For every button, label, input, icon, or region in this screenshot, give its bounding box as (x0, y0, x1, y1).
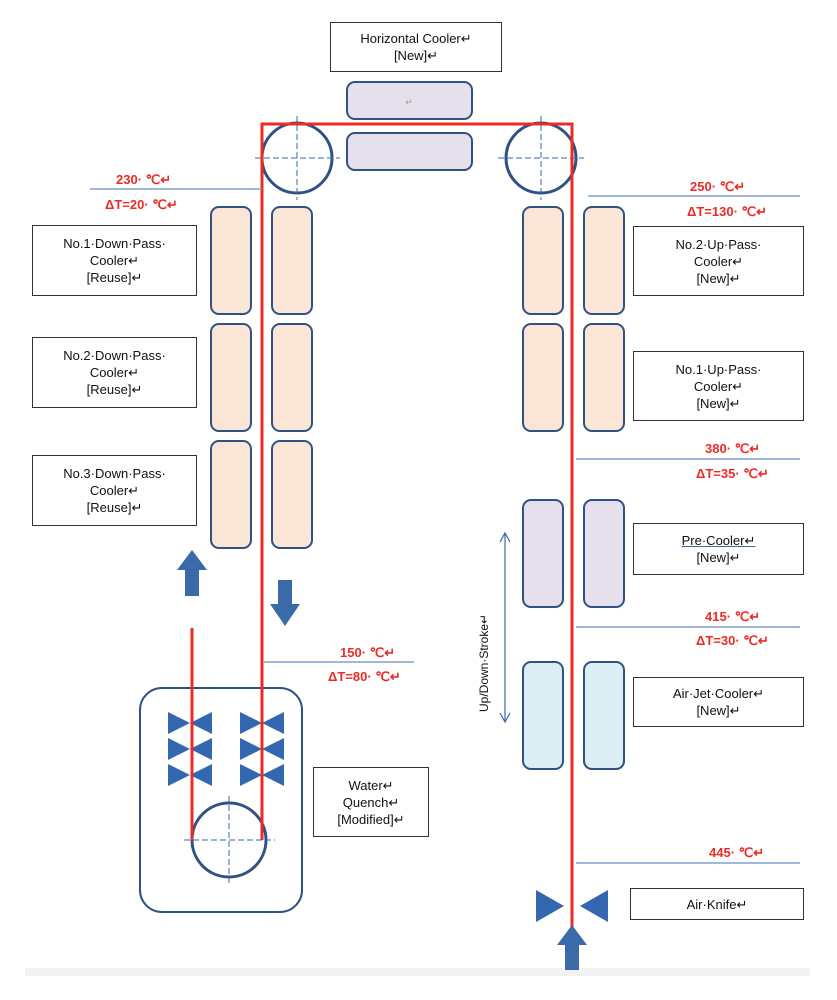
down-pass-cooler-3-left (210, 440, 252, 549)
label-line: No.1·Down·Pass· (63, 236, 166, 251)
pre-cooler-right (583, 499, 625, 608)
pre-cooler-label: Pre·Cooler↵ [New]↵ (633, 523, 804, 575)
label-line: [Reuse]↵ (86, 382, 143, 397)
down-pass-cooler-3-right (271, 440, 313, 549)
air-knife-nozzle-left (536, 890, 564, 922)
label-line: No.1·Up·Pass· (675, 361, 762, 377)
temp-380: 380· ℃↵ (705, 441, 761, 456)
label-line: Air·Jet·Cooler↵ (672, 686, 765, 701)
air-knife-label: Air·Knife↵ (630, 888, 804, 920)
quench-nozzle (190, 764, 212, 786)
delta-20: ΔT=20· ℃↵ (105, 197, 178, 212)
air-jet-cooler-label: Air·Jet·Cooler↵ [New]↵ (633, 677, 804, 727)
up-arrow-icon (557, 925, 587, 970)
down-pass-cooler-2-label: No.2·Down·Pass· Cooler↵ [Reuse]↵ (32, 337, 197, 408)
up-pass-cooler-1-right (583, 323, 625, 432)
quench-nozzle (240, 738, 262, 760)
quench-nozzle (262, 764, 284, 786)
label-line: [New]↵ (393, 48, 439, 63)
label-line: No.2·Up·Pass· (675, 236, 762, 252)
horizontal-cooler-lower (346, 132, 473, 171)
up-pass-cooler-1-label: No.1·Up·Pass· Cooler↵ [New]↵ (633, 351, 804, 421)
floor-band (25, 968, 810, 976)
stroke-arrow-head-up (499, 531, 511, 543)
stroke-arrow-head-down (499, 712, 511, 724)
temp-230: 230· ℃↵ (116, 172, 172, 187)
water-quench-label: Water↵ Quench↵ [Modified]↵ (313, 767, 429, 837)
quench-nozzle (168, 738, 190, 760)
label-line: [New]↵ (696, 270, 741, 286)
down-pass-cooler-3-label: No.3·Down·Pass· Cooler↵ [Reuse]↵ (32, 455, 197, 526)
down-pass-cooler-2-right (271, 323, 313, 432)
quench-nozzle (168, 712, 190, 734)
label-line: Air·Knife↵ (686, 896, 748, 912)
up-pass-cooler-2-right (583, 206, 625, 315)
air-jet-cooler-left (522, 661, 564, 770)
quench-nozzle (190, 712, 212, 734)
down-pass-cooler-1-left (210, 206, 252, 315)
label-line: Cooler↵ (89, 365, 140, 380)
quench-nozzle (190, 738, 212, 760)
temp-250: 250· ℃↵ (690, 179, 746, 194)
label-line: [New]↵ (696, 395, 741, 411)
quench-nozzle (168, 764, 190, 786)
strip-path (260, 122, 574, 930)
temp-150: 150· ℃↵ (340, 645, 396, 660)
up-down-stroke-label: Up/Down·Stroke↵ (477, 613, 491, 712)
quench-nozzle (240, 712, 262, 734)
label-line: Horizontal Cooler↵ (360, 31, 472, 46)
up-pass-cooler-2-left (522, 206, 564, 315)
quench-nozzle (262, 712, 284, 734)
label-line: [Reuse]↵ (86, 270, 143, 285)
delta-130: ΔT=130· ℃↵ (687, 204, 767, 219)
down-arrow-icon (270, 580, 300, 626)
label-line: Quench↵ (342, 794, 400, 810)
down-pass-cooler-1-label: No.1·Down·Pass· Cooler↵ [Reuse]↵ (32, 225, 197, 296)
label-line: Pre·Cooler↵ (681, 533, 756, 548)
label-line: Cooler↵ (89, 483, 140, 498)
down-pass-cooler-1-right (271, 206, 313, 315)
quench-nozzle (262, 738, 284, 760)
label-line: [New]↵ (696, 550, 741, 565)
up-pass-cooler-1-left (522, 323, 564, 432)
label-line: Cooler↵ (89, 253, 140, 268)
pre-cooler-left (522, 499, 564, 608)
air-knife-nozzle-right (580, 890, 608, 922)
temp-445: 445· ℃↵ (709, 845, 765, 860)
label-line: Cooler↵ (693, 378, 744, 394)
label-line: [Reuse]↵ (86, 500, 143, 515)
label-line: No.2·Down·Pass· (63, 348, 166, 363)
delta-80: ΔT=80· ℃↵ (328, 669, 401, 684)
air-jet-cooler-right (583, 661, 625, 770)
horizontal-cooler-upper (346, 81, 473, 120)
label-line: [Modified]↵ (337, 811, 405, 827)
up-arrow-icon (177, 550, 207, 596)
label-line: Water↵ (348, 777, 394, 793)
quench-nozzle (240, 764, 262, 786)
label-line: No.3·Down·Pass· (63, 466, 166, 481)
up-pass-cooler-2-label: No.2·Up·Pass· Cooler↵ [New]↵ (633, 226, 804, 296)
delta-35: ΔT=35· ℃↵ (696, 466, 769, 481)
label-line: Cooler↵ (693, 253, 744, 269)
label-line: [New]↵ (696, 703, 741, 718)
down-pass-cooler-2-left (210, 323, 252, 432)
delta-30: ΔT=30· ℃↵ (696, 633, 769, 648)
horizontal-cooler-label: Horizontal Cooler↵ [New]↵ (330, 22, 502, 72)
temp-415: 415· ℃↵ (705, 609, 761, 624)
horizontal-cooler-upper-mark: ↵ (405, 97, 413, 107)
